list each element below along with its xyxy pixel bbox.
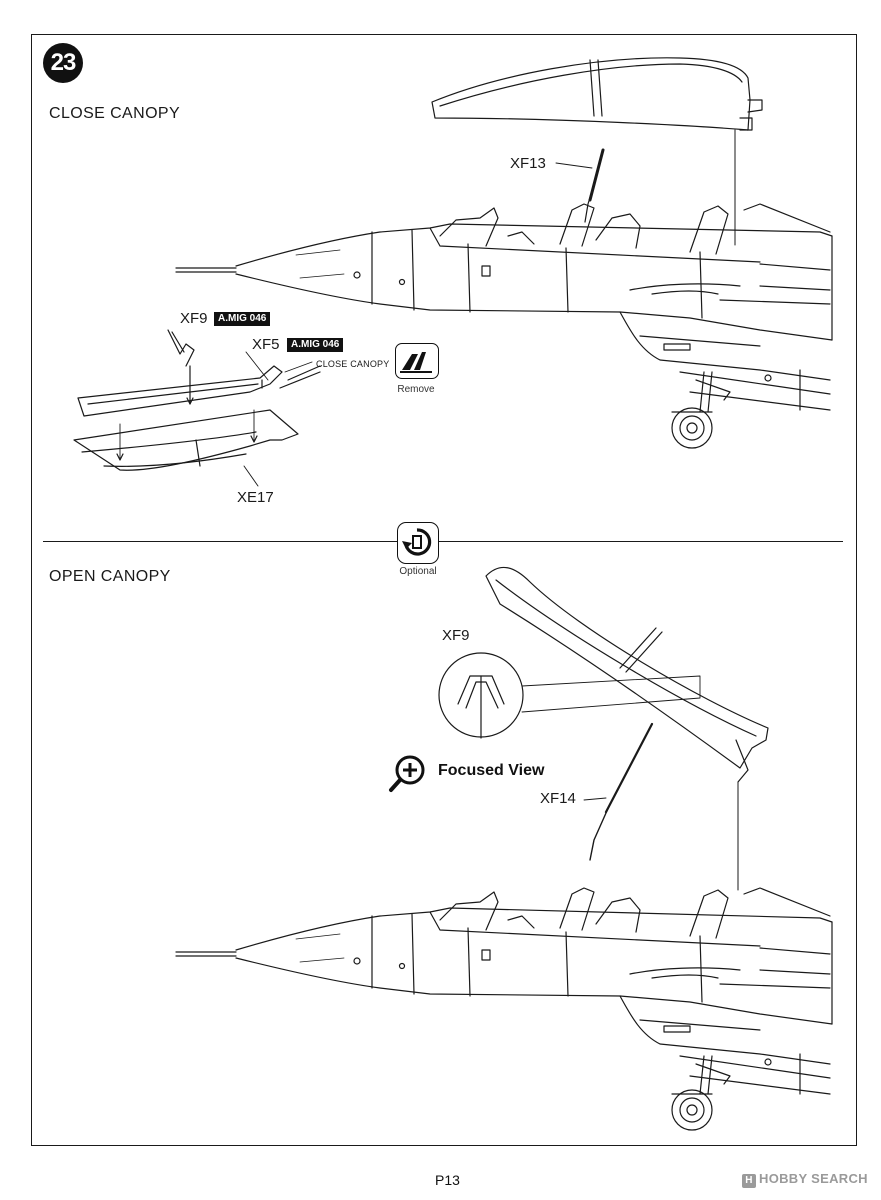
nose-gear-top [671, 371, 731, 449]
part-label-xf14: XF14 [540, 790, 576, 807]
remove-caption: Remove [397, 384, 435, 395]
paint-code-xf9: A.MIG 046 [214, 312, 271, 326]
watermark-badge: H [742, 1174, 756, 1188]
section-divider [43, 541, 843, 542]
remove-icon [395, 343, 439, 379]
optional-caption: Optional [399, 566, 437, 577]
part-label-xe17: XE17 [237, 489, 274, 506]
part-label-xf5: XF5 [252, 336, 280, 353]
step-number-badge: 23 [43, 43, 83, 83]
paint-code-xf5: A.MIG 046 [287, 338, 344, 352]
xf9-detail-view [438, 652, 701, 739]
nose-gear-bottom [671, 1055, 731, 1131]
fuselage-top [175, 203, 833, 411]
closed-canopy-part [431, 57, 763, 131]
part-label-xf9-detail: XF9 [442, 627, 470, 644]
open-canopy-title: OPEN CANOPY [49, 568, 171, 585]
close-canopy-note: CLOSE CANOPY [316, 359, 390, 369]
xf13-strut [584, 148, 605, 223]
xf14-strut [589, 722, 654, 861]
open-canopy-part [485, 566, 769, 783]
close-canopy-title: CLOSE CANOPY [49, 105, 181, 122]
focused-view-label: Focused View [438, 762, 545, 779]
part-label-xf13: XF13 [510, 155, 546, 172]
part-label-xf9: XF9 [180, 310, 208, 327]
page-frame [31, 34, 857, 1146]
page-number: P13 [435, 1172, 460, 1188]
watermark-text: HOBBY SEARCH [759, 1171, 868, 1186]
canopy-frame-subassembly [73, 329, 321, 487]
fuselage-bottom [175, 887, 833, 1095]
optional-icon [397, 522, 439, 564]
magnifier-plus-icon [388, 752, 428, 799]
